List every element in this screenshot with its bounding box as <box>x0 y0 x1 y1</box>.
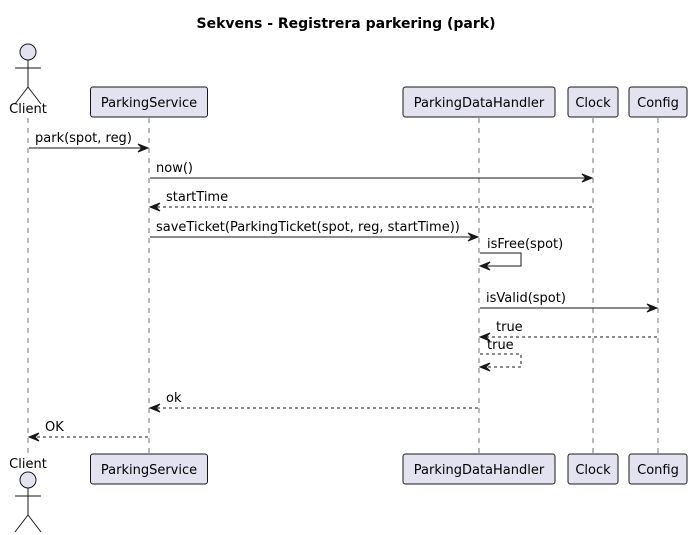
actor-client-top-label: Client <box>9 102 47 117</box>
participant-config-top-label: Config <box>637 96 679 111</box>
message-5: isFree(spot) <box>478 237 563 271</box>
lifelines <box>27 118 659 454</box>
participant-clock-bottom-label: Clock <box>575 463 611 478</box>
participant-clock-bottom-box <box>567 453 619 485</box>
message-9-arrowhead <box>148 403 161 413</box>
diagram-title: Sekvens - Registrera parkering (park) <box>197 16 496 32</box>
actor-client-bottom-leg-right <box>27 514 42 533</box>
message-8: true <box>478 338 522 372</box>
participant-parking-service-bottom: ParkingService <box>90 453 208 485</box>
participant-clock-bottom: Clock <box>567 453 619 485</box>
message-6-label: isValid(spot) <box>486 291 566 306</box>
participant-parking-service-bottom-label: ParkingService <box>101 463 197 478</box>
participant-parking-service-top: ParkingService <box>90 86 208 118</box>
actor-client-top-leg-left <box>14 86 29 105</box>
participant-config-top-box <box>628 86 688 118</box>
message-6-arrowhead <box>646 303 659 313</box>
message-9: ok <box>148 391 478 413</box>
participant-parking-data-handler-top-box <box>402 86 556 118</box>
actor-client-bottom-head <box>19 471 37 489</box>
message-3-label: startTime <box>166 190 228 205</box>
message-1-label: park(spot, reg) <box>35 131 132 146</box>
participant-parking-data-handler-bottom: ParkingDataHandler <box>402 453 556 485</box>
message-8-line <box>480 353 522 368</box>
participants-bottom: Client ParkingService ParkingDataHandler Cl… <box>9 453 688 533</box>
message-5-line <box>480 252 522 267</box>
message-7-arrowhead <box>478 332 491 342</box>
message-2-label: now() <box>156 161 193 176</box>
message-7: true <box>478 320 657 342</box>
actor-client-bottom-leg-left <box>14 514 29 533</box>
participant-config-bottom-box <box>628 453 688 485</box>
participant-parking-service-top-box <box>90 86 208 118</box>
message-4-arrowhead <box>467 232 480 242</box>
participant-parking-data-handler-top-label: ParkingDataHandler <box>414 96 545 111</box>
message-8-arrowhead <box>478 362 491 372</box>
message-10-label: OK <box>45 420 64 435</box>
actor-client-bottom-label: Client <box>9 457 47 472</box>
participants-top: Client ParkingService ParkingDataHandler Cl… <box>9 43 688 118</box>
participant-clock-top-box <box>567 86 619 118</box>
participant-clock-top-label: Clock <box>575 96 611 111</box>
message-4-label: saveTicket(ParkingTicket(spot, reg, star… <box>156 220 460 235</box>
participant-parking-data-handler-bottom-label: ParkingDataHandler <box>414 463 545 478</box>
message-2-arrowhead <box>581 173 594 183</box>
message-4: saveTicket(ParkingTicket(spot, reg, star… <box>150 220 480 242</box>
participant-parking-service-bottom-box <box>90 453 208 485</box>
message-7-label: true <box>496 320 523 335</box>
participant-config-bottom-label: Config <box>637 463 679 478</box>
message-5-arrowhead <box>478 261 491 271</box>
participant-config-bottom: Config <box>628 453 688 485</box>
message-2: now() <box>150 161 594 183</box>
message-5-label: isFree(spot) <box>487 237 563 252</box>
participant-parking-data-handler-bottom-box <box>402 453 556 485</box>
messages: park(spot, reg) now() startTime saveTicket(… <box>27 131 659 442</box>
message-9-label: ok <box>166 391 182 406</box>
message-3: startTime <box>148 190 592 212</box>
actor-client-top-leg-right <box>27 86 42 105</box>
message-8-label: true <box>487 338 514 353</box>
participant-parking-service-top-label: ParkingService <box>101 96 197 111</box>
message-6: isValid(spot) <box>480 291 659 313</box>
actor-client-bottom: Client <box>9 457 47 533</box>
participant-config-top: Config <box>628 86 688 118</box>
message-10: OK <box>27 420 148 442</box>
participant-parking-data-handler-top: ParkingDataHandler <box>402 86 556 118</box>
message-3-arrowhead <box>148 202 161 212</box>
message-1: park(spot, reg) <box>29 131 150 153</box>
actor-client-top: Client <box>9 43 47 117</box>
actor-client-top-head <box>19 43 37 61</box>
message-10-arrowhead <box>27 432 40 442</box>
participant-clock-top: Clock <box>567 86 619 118</box>
message-1-arrowhead <box>137 143 150 153</box>
